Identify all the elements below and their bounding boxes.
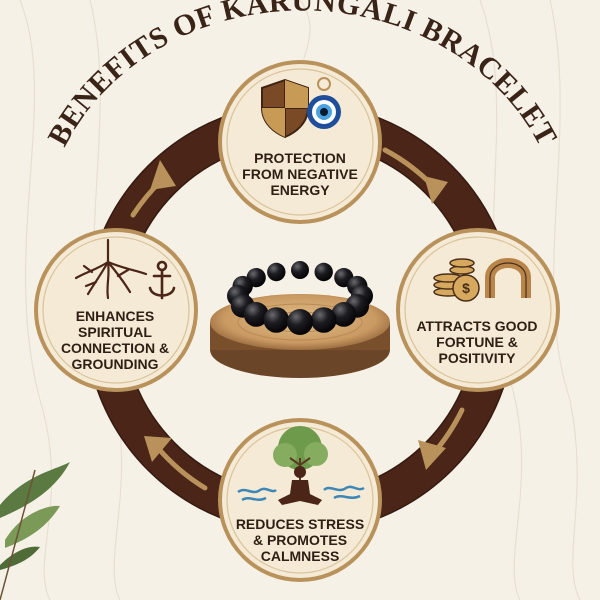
bead — [263, 307, 290, 333]
benefit-node-top — [218, 60, 382, 224]
water-wave-icon — [237, 485, 365, 502]
decorative-leaves-icon — [0, 462, 70, 600]
horseshoe-icon — [485, 258, 531, 298]
shield-icon — [261, 78, 309, 139]
arrow-bottom-left — [144, 436, 208, 491]
dollar-coin-icon: $ — [452, 274, 480, 302]
tree-icon — [273, 426, 328, 480]
bead — [243, 302, 269, 327]
bead — [310, 307, 337, 333]
benefit-label-grounding: ENHANCES SPIRITUAL CONNECTION & GROUNDIN… — [60, 308, 170, 372]
bead — [287, 309, 313, 335]
benefit-label-fortune: ATTRACTS GOOD FORTUNE & POSITIVITY — [416, 318, 538, 366]
roots-icon — [74, 238, 148, 300]
evil-eye-charm-icon — [307, 77, 341, 129]
benefit-node-left — [34, 228, 198, 392]
bead — [267, 262, 286, 282]
bead — [314, 262, 333, 282]
bead — [291, 261, 309, 279]
benefit-label-protection: PROTECTION FROM NEGATIVE ENERGY — [242, 150, 358, 198]
benefit-node-right: $ — [396, 228, 560, 392]
benefit-label-calmness: REDUCES STRESS & PROMOTES CALMNESS — [235, 516, 365, 564]
meditation-figure-icon — [278, 466, 322, 505]
arrow-bottom-right — [418, 407, 465, 470]
bracelet-beads — [227, 261, 373, 335]
bead — [331, 302, 357, 327]
karungali-bracelet-image — [210, 261, 390, 378]
benefit-node-bottom — [218, 418, 382, 582]
svg-text:$: $ — [462, 280, 470, 296]
cycle-arrows — [130, 147, 465, 491]
anchor-icon — [148, 260, 176, 300]
arrow-top-left — [130, 160, 176, 218]
arrow-top-right — [382, 147, 448, 204]
